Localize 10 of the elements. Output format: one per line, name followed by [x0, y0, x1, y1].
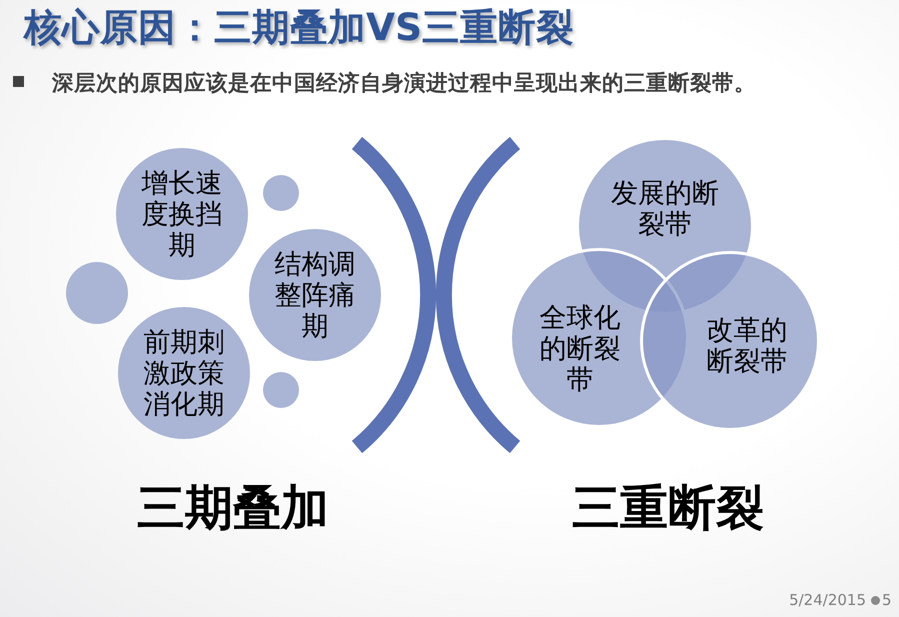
page-number: 5 — [882, 590, 892, 610]
circle-label: 前期刺激政策消化期 — [142, 326, 226, 420]
circle-label: 增长速度换挡期 — [140, 168, 224, 260]
footer-date: 5/24/2015 — [789, 590, 866, 610]
bullet-text: 深层次的原因应该是在中国经济自身演进过程中呈现出来的三重断裂带。 — [52, 70, 756, 98]
group-heading: 三期叠加 — [136, 479, 330, 538]
circle-label: 结构调整阵痛期 — [274, 248, 356, 342]
slide-title: 核心原因：三期叠加VS三重断裂 — [24, 4, 574, 50]
group-heading: 三重断裂 — [571, 479, 765, 538]
circle-label: 改革的断裂带 — [705, 315, 789, 377]
